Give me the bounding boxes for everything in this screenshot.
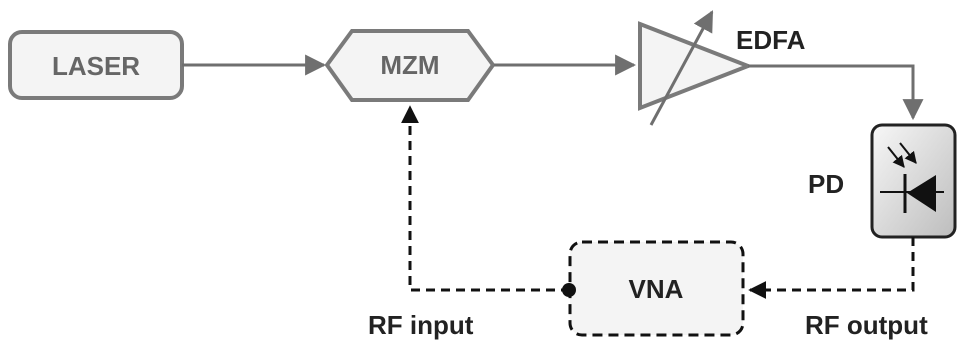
laser-label: LASER [52,51,140,81]
rf-input-label: RF input [368,310,474,340]
laser-block: LASER [8,30,184,100]
optical-link-edfa-pd [748,64,924,121]
edfa-amplifier-icon [638,10,754,126]
rf-input-port-dot [562,283,576,297]
rf-input-link [401,105,570,292]
rf-output-link [748,237,915,299]
photodiode-icon [880,142,944,213]
mzm-block: MZM [324,29,496,102]
pd-label: PD [808,169,844,199]
edfa-label: EDFA [736,25,806,55]
mzm-label: MZM [380,50,439,80]
rf-output-label: RF output [805,310,928,340]
photodetector-block [870,123,957,239]
vna-label: VNA [629,274,684,304]
vna-block: VNA [568,240,745,337]
